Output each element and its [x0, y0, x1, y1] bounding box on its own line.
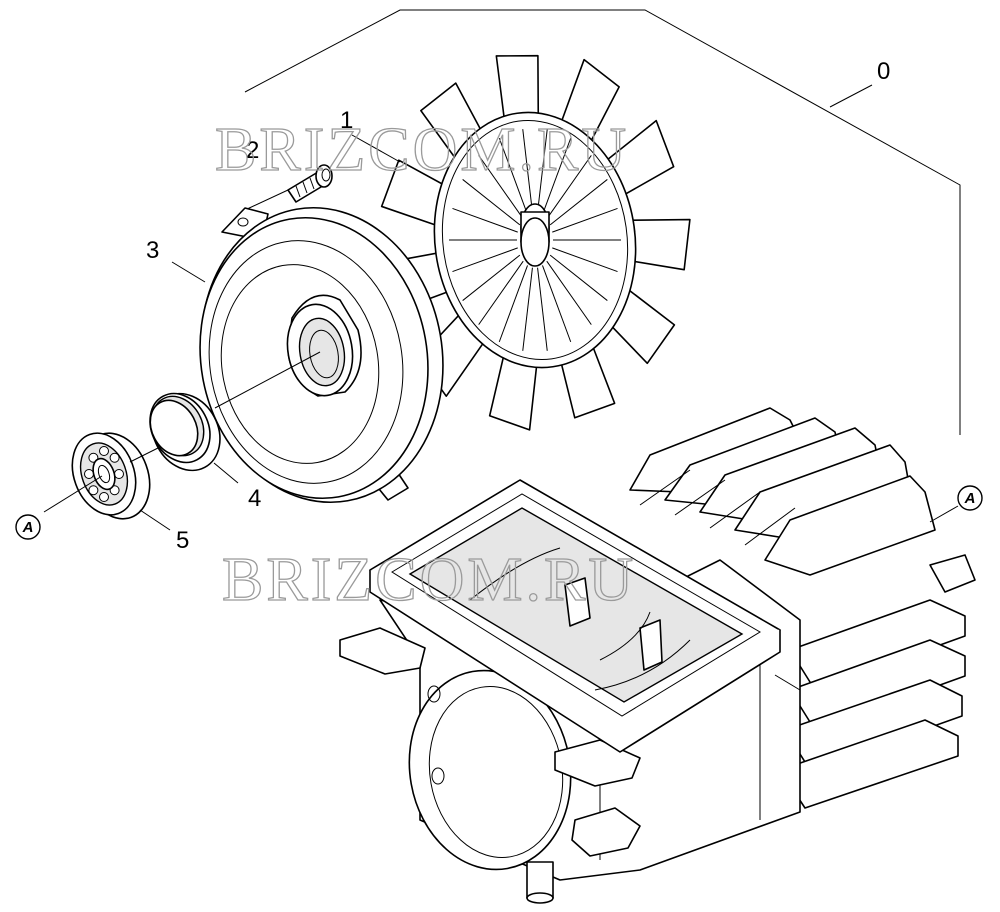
- fan-rib: [522, 267, 533, 351]
- fan-rib: [522, 129, 533, 213]
- callout-5: 5: [176, 527, 189, 554]
- fan-rib: [452, 207, 518, 233]
- motor-housing: [339, 407, 976, 904]
- watermark-top: BRIZCOM.RU: [215, 116, 629, 184]
- reference-marker-left-label: A: [22, 519, 34, 536]
- watermark-bottom: BRIZCOM.RU: [222, 546, 636, 614]
- fan-rib: [462, 254, 521, 301]
- fan-rib: [552, 247, 618, 273]
- bearing-ball: [99, 446, 109, 456]
- callout-1: 1: [340, 107, 353, 134]
- callout-2: 2: [246, 137, 259, 164]
- fan-rib: [546, 260, 592, 325]
- bearing-ball: [88, 485, 99, 496]
- fan-rib: [462, 179, 521, 226]
- fan-rib: [552, 207, 618, 233]
- bearing-ball: [84, 469, 94, 479]
- bearing-ball: [114, 469, 124, 479]
- reference-marker-right: A: [957, 485, 983, 511]
- callout-3: 3: [146, 237, 159, 264]
- assembly-bracket: [244, 9, 961, 435]
- fan-rib: [498, 265, 528, 343]
- fan-rib: [498, 137, 528, 215]
- bearing-ball: [109, 452, 120, 463]
- end-shield: [171, 206, 444, 504]
- fan-rib: [537, 267, 548, 351]
- cooling-fins: [629, 407, 976, 809]
- fan-rib: [478, 260, 524, 325]
- fan-rib: [549, 179, 608, 226]
- callout-0: 0: [877, 58, 890, 85]
- reference-marker-left: A: [15, 514, 41, 540]
- reference-marker-right-label: A: [964, 490, 976, 507]
- bearing-ball: [99, 492, 109, 502]
- fan-rib: [478, 155, 524, 220]
- fan-rib: [546, 155, 592, 220]
- fan-rib: [452, 247, 518, 273]
- knurled-ring: [149, 392, 239, 484]
- fan-rib: [537, 129, 548, 213]
- screw: [244, 164, 333, 211]
- callout-4: 4: [248, 485, 261, 512]
- callout-labels: 0 1 2 3 4 5: [146, 58, 890, 554]
- fan-rib: [549, 254, 608, 301]
- fan-rib: [542, 137, 572, 215]
- ball-bearing: [43, 432, 171, 531]
- fan-rib: [542, 265, 572, 343]
